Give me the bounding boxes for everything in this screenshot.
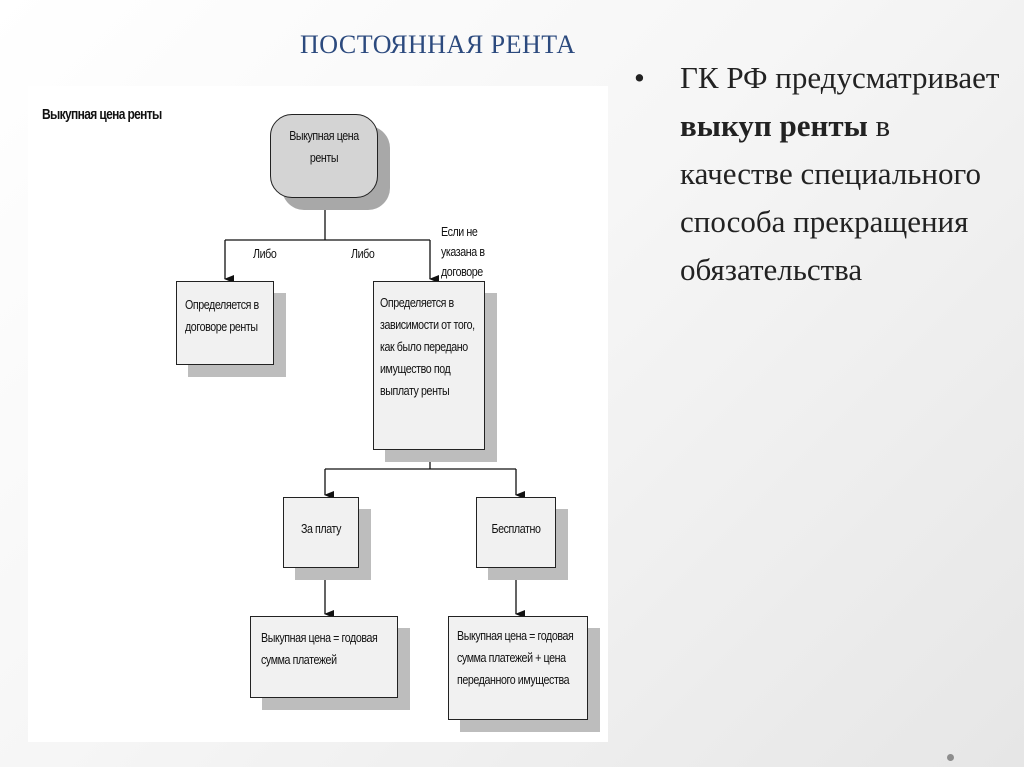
node-left-box-label: Определяется в договоре ренты — [185, 297, 259, 334]
node-paid-result: Выкупная цена = годовая сумма платежей — [250, 616, 398, 698]
bullet-icon: • — [634, 60, 645, 95]
node-free-result: Выкупная цена = годовая сумма платежей +… — [448, 616, 588, 720]
diagram-connectors — [224, 198, 525, 618]
bullet-text-part1: ГК РФ предусматривает — [680, 60, 1000, 95]
node-root: Выкупная цена ренты — [270, 114, 378, 198]
bullet-text-part2: в качестве специального способа прекраще… — [680, 108, 981, 287]
node-free-box-label: Бесплатно — [491, 521, 541, 536]
node-paid-box: За плату — [283, 497, 359, 568]
diagram-panel: Выкупная цена ренты Выкупная цена ренты … — [28, 86, 608, 742]
node-mid-box: Определяется в зависимости от того, как … — [373, 281, 485, 450]
slide-title: ПОСТОЯННАЯ РЕНТА — [300, 30, 576, 59]
node-free-box: Бесплатно — [476, 497, 556, 568]
node-paid-result-label: Выкупная цена = годовая сумма платежей — [261, 630, 378, 667]
edge-label-mid: Либо — [351, 246, 375, 261]
node-mid-box-label: Определяется в зависимости от того, как … — [380, 295, 475, 398]
slide-nav-dot[interactable] — [947, 754, 954, 761]
edge-label-right: Если не указана в договоре — [441, 224, 485, 279]
bullet-text-bold: выкуп ренты — [680, 108, 868, 143]
node-paid-box-label: За плату — [300, 521, 342, 536]
node-free-result-label: Выкупная цена = годовая сумма платежей +… — [457, 628, 574, 687]
diagram-heading: Выкупная цена ренты — [42, 106, 162, 123]
edge-label-left: Либо — [253, 246, 277, 261]
node-root-label: Выкупная цена ренты — [289, 128, 359, 165]
node-left-box: Определяется в договоре ренты — [176, 281, 274, 365]
bullet-text: ГК РФ предусматривает выкуп ренты в каче… — [680, 54, 1000, 294]
